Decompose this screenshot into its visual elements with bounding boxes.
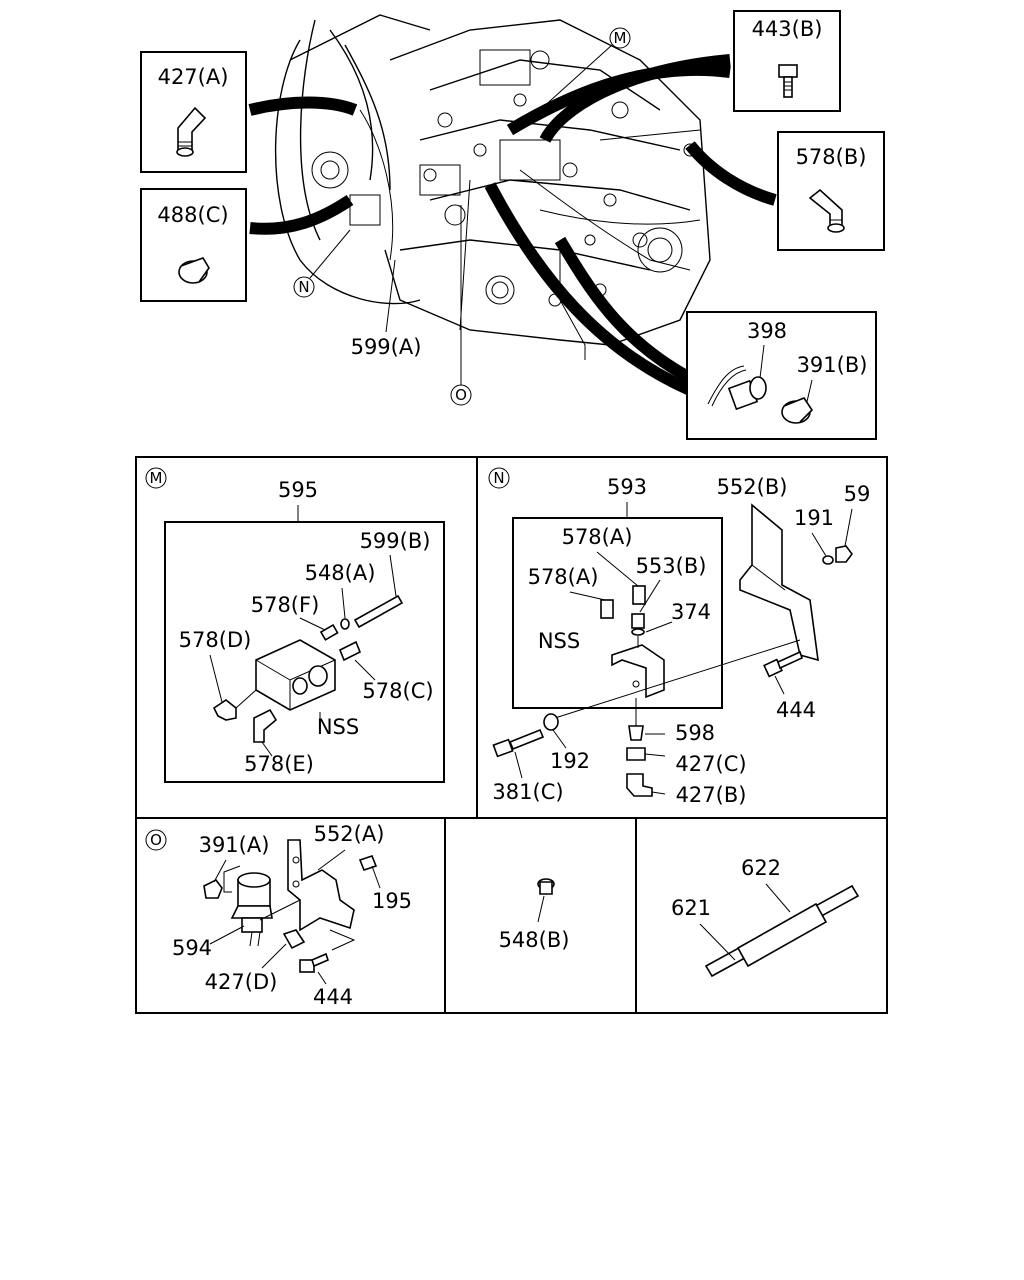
label-391b: 391(B) bbox=[797, 353, 868, 377]
label-427a: 427(A) bbox=[158, 65, 229, 89]
label-374: 374 bbox=[671, 600, 711, 624]
label-594: 594 bbox=[172, 936, 212, 960]
callout-circle-n-top: N bbox=[293, 229, 351, 298]
label-195: 195 bbox=[372, 889, 412, 913]
label-398: 398 bbox=[747, 319, 787, 343]
label-548a: 548(A) bbox=[305, 561, 376, 585]
label-427b: 427(B) bbox=[676, 783, 747, 807]
label-552a: 552(A) bbox=[314, 822, 385, 846]
label-nss-n: NSS bbox=[538, 629, 580, 653]
transmission-assembly bbox=[274, 14, 711, 360]
label-191: 191 bbox=[794, 506, 834, 530]
panel-n: N 593 552(B) 191 59 578(A) 578(A) 553(B)… bbox=[488, 467, 871, 807]
plug-icon bbox=[178, 257, 210, 284]
callout-443b: 443(B) bbox=[733, 10, 841, 112]
label-578a-lower: 578(A) bbox=[528, 565, 599, 589]
label-443b: 443(B) bbox=[752, 17, 823, 41]
panel-m: M 595 599(B) 548(A) 578(F) 578(D) 578(C)… bbox=[145, 467, 445, 783]
label-444-n: 444 bbox=[776, 698, 816, 722]
svg-text:M: M bbox=[614, 29, 627, 47]
bolt-icon bbox=[778, 64, 798, 98]
label-578d: 578(D) bbox=[179, 628, 252, 652]
solenoid-valve-icon bbox=[223, 865, 273, 947]
label-593: 593 bbox=[607, 475, 647, 499]
label-552b: 552(B) bbox=[717, 475, 788, 499]
callout-398-391b: 398 391(B) bbox=[686, 311, 877, 440]
label-578e: 578(E) bbox=[244, 752, 314, 776]
label-622: 622 bbox=[741, 856, 781, 880]
label-578f: 578(F) bbox=[251, 593, 320, 617]
panel-621-622: 622 621 bbox=[671, 856, 860, 978]
elbow-connector-icon bbox=[808, 188, 845, 233]
callout-hoses bbox=[248, 54, 777, 396]
label-599b: 599(B) bbox=[360, 529, 431, 553]
panel-o: O 391(A) 552(A) 195 594 427(D) 444 bbox=[145, 822, 412, 1009]
panel-n-tag: N bbox=[493, 469, 504, 487]
label-578a-upper: 578(A) bbox=[562, 525, 633, 549]
manifold-block-icon bbox=[611, 644, 665, 699]
cap-icon bbox=[781, 397, 814, 424]
label-548b: 548(B) bbox=[499, 928, 570, 952]
svg-text:N: N bbox=[298, 278, 309, 296]
svg-text:O: O bbox=[455, 386, 467, 404]
label-nss-m: NSS bbox=[317, 715, 359, 739]
callout-578b: 578(B) bbox=[777, 131, 885, 251]
callout-circle-o-top: O bbox=[450, 205, 472, 406]
label-391a: 391(A) bbox=[199, 833, 270, 857]
hose-assembly-icon bbox=[704, 884, 860, 978]
label-599a: 599(A) bbox=[351, 335, 422, 359]
label-488c: 488(C) bbox=[157, 203, 228, 227]
label-621: 621 bbox=[671, 896, 711, 920]
label-427d: 427(D) bbox=[205, 970, 278, 994]
label-595: 595 bbox=[278, 478, 318, 502]
callout-circle-m-top: M bbox=[539, 27, 631, 111]
callout-488c: 488(C) bbox=[140, 188, 247, 302]
label-381c: 381(C) bbox=[492, 780, 563, 804]
label-553b: 553(B) bbox=[636, 554, 707, 578]
label-578b: 578(B) bbox=[796, 145, 867, 169]
label-192: 192 bbox=[550, 749, 590, 773]
elbow-fitting-icon bbox=[176, 106, 207, 157]
panel-548b: 548(B) bbox=[499, 878, 570, 952]
label-59: 59 bbox=[844, 482, 871, 506]
panel-o-tag: O bbox=[150, 831, 162, 849]
label-578c: 578(C) bbox=[362, 679, 433, 703]
clip-icon bbox=[537, 878, 555, 895]
valve-body-icon bbox=[255, 639, 336, 711]
panel-m-tag: M bbox=[150, 469, 163, 487]
label-444-o: 444 bbox=[313, 985, 353, 1009]
label-427c: 427(C) bbox=[675, 752, 746, 776]
callout-427a: 427(A) bbox=[140, 51, 247, 173]
sensor-plug-icon bbox=[707, 365, 767, 411]
label-598: 598 bbox=[675, 721, 715, 745]
